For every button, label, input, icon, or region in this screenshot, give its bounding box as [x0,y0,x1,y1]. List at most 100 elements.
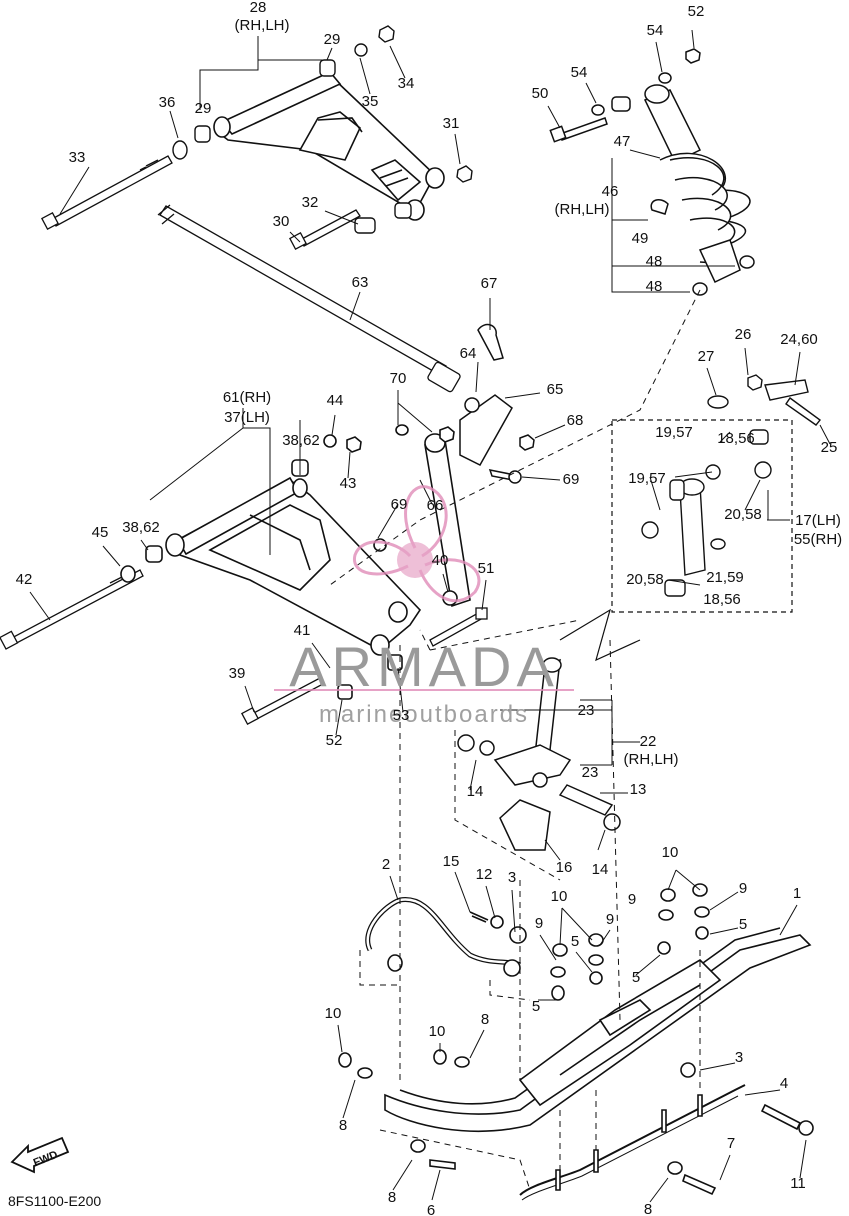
callout-label: 10 [551,888,568,905]
callout-label: 29 [195,100,212,117]
callout-label: 5 [532,998,540,1015]
callout-label: 4 [780,1075,788,1092]
callout-label: 66 [427,497,444,514]
callout-label: 9 [606,911,614,928]
shock-absorber [549,48,755,296]
callout-label: 31 [443,115,460,132]
callout-label: 8 [644,1201,652,1216]
callout-label: 8 [481,1011,489,1028]
callout-label: 64 [460,345,477,362]
callout-label: 68 [567,412,584,429]
callout-label: 70 [390,370,407,387]
callout-label: 41 [294,622,311,639]
callout-label: 33 [69,149,86,166]
callout-label: 52 [688,3,705,20]
callout-label: 5 [571,933,579,950]
callout-label: 10 [429,1023,446,1040]
callout-label: 2 [382,856,390,873]
bolts [0,155,488,725]
callout-label: 54 [571,64,588,81]
callout-label: 47 [614,133,631,150]
callout-label: 42 [16,571,33,588]
callout-label: 5 [632,969,640,986]
callout-label: 34 [398,75,415,92]
callout-label: 63 [352,274,369,291]
callout-label: 28 [250,0,267,16]
callout-label: 23 [578,702,595,719]
callout-label: 65 [547,381,564,398]
callout-label: 12 [476,866,493,883]
stabilizer-bracket [459,323,535,484]
callout-label: 24,60 [780,331,818,348]
callout-label: 44 [327,392,344,409]
callout-label: 5 [739,916,747,933]
callout-label: 7 [727,1135,735,1152]
callout-label: 9 [628,891,636,908]
leader-lines [29,29,831,1203]
callout-label: 22 [640,733,657,750]
callout-label: 19,57 [628,470,666,487]
callout-label: 18,56 [717,430,755,447]
callout-label: (RH,LH) [235,17,290,34]
callout-label: 49 [632,230,649,247]
callout-label: 6 [427,1202,435,1216]
propeller-logo [353,485,481,603]
callout-label: 11 [790,1175,806,1192]
callout-label: 16 [556,859,573,876]
callout-label: 27 [698,348,715,365]
callout-label: 38,62 [122,519,160,536]
callout-label: 50 [532,85,549,102]
callout-label: 8 [339,1117,347,1134]
spindle-group [641,374,822,597]
ski-assembly [338,883,814,1201]
callout-label: 32 [302,194,319,211]
callout-label: (RH,LH) [555,201,610,218]
callout-label: 14 [467,783,484,800]
callout-label: 9 [739,880,747,897]
callout-label: 61(RH) [223,389,271,406]
callout-label: 43 [340,475,357,492]
callout-label: 3 [508,869,516,886]
callout-label: 55(RH) [794,531,842,548]
callout-label: 67 [481,275,498,292]
callout-label: 8 [388,1189,396,1206]
spindle-group-box [611,419,793,613]
callout-label: 29 [324,31,341,48]
callout-label: 26 [735,326,752,343]
callout-label: 14 [592,861,609,878]
lower-a-arm [120,424,471,700]
dashed-lines [329,289,701,1191]
ski-column [457,657,621,851]
callout-label: 53 [393,707,410,724]
callout-label: 38,62 [282,432,320,449]
callout-label: 23 [582,764,599,781]
callout-label: 37(LH) [224,409,270,426]
watermark: ARMADA marineoutboards [274,485,574,728]
callout-label: 45 [92,524,109,541]
callout-label: 39 [229,665,246,682]
callout-label: 19,57 [655,424,693,441]
callout-label: 9 [535,915,543,932]
callout-label: 52 [326,732,343,749]
callout-label: 3 [735,1049,743,1066]
callout-label: (RH,LH) [624,751,679,768]
upper-arm-hardware [172,25,473,234]
part-code: 8FS1100-E200 [8,1193,101,1209]
callout-label: 48 [646,253,663,270]
callout-label: 40 [432,552,449,569]
callout-label: 30 [273,213,290,230]
callout-label: 1 [793,885,801,902]
watermark-tagline: marineoutboards [319,701,529,728]
callout-label: 54 [647,22,664,39]
callout-label: 15 [443,853,460,870]
callout-label: 36 [159,94,176,111]
callout-label: 21,59 [706,569,744,586]
callout-label: 17(LH) [795,512,841,529]
callout-label: 35 [362,93,379,110]
callout-label: 69 [391,496,408,513]
callout-label: 25 [821,439,838,456]
callout-label: 20,58 [724,506,762,523]
callout-label: 10 [662,844,679,861]
